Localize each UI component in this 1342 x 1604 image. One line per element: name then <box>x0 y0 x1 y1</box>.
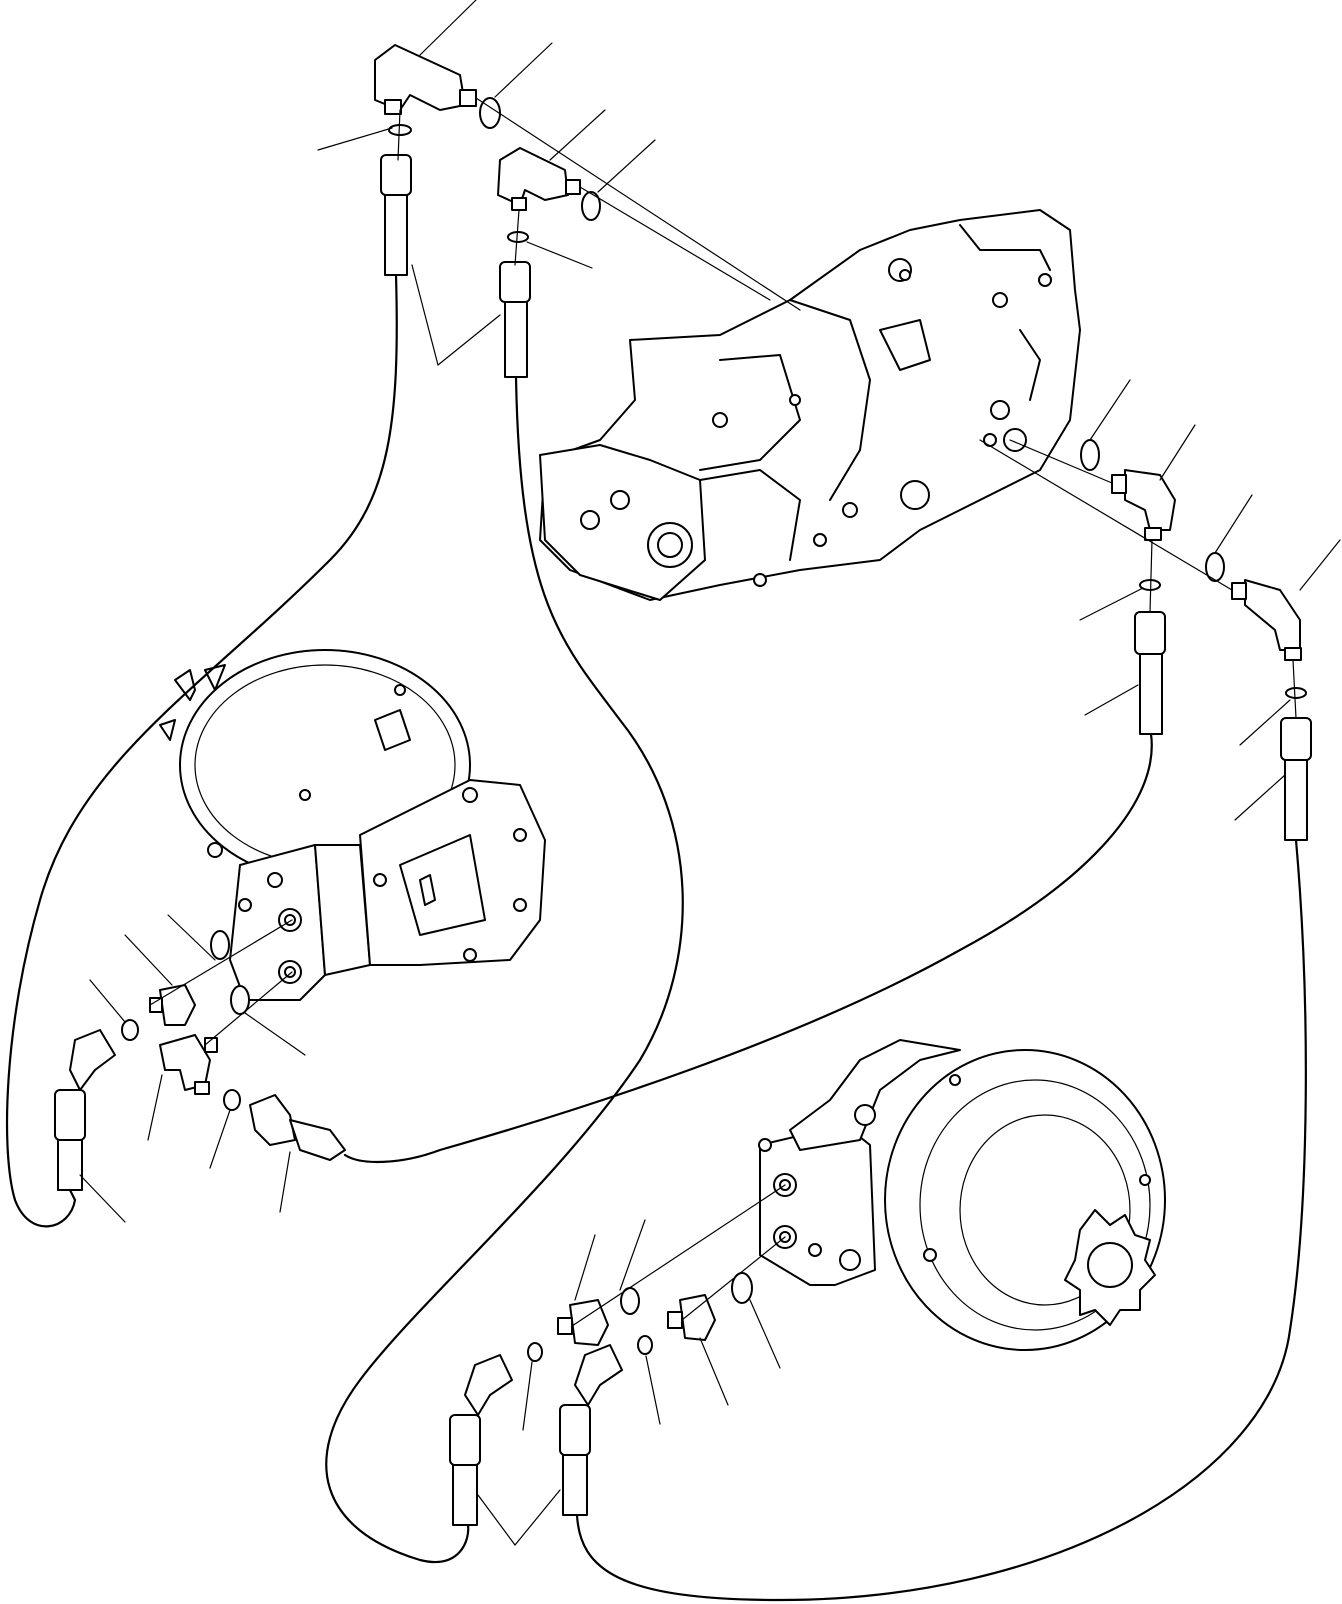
left-motor-elbow-fitting <box>159 1034 218 1095</box>
left-motor-adapter-fitting <box>149 984 196 1026</box>
hose-end-right-lower <box>1280 717 1312 841</box>
o-ring <box>581 191 601 221</box>
right-motor-adapter-fitting-lower <box>667 1294 716 1341</box>
o-ring <box>1285 687 1307 699</box>
hose-end-top-left <box>380 154 412 276</box>
o-ring <box>507 231 529 243</box>
hose-end-top-middle <box>499 261 531 378</box>
hose-end-right-motor-left <box>449 1354 513 1526</box>
top-middle-elbow-fitting <box>497 147 581 211</box>
hose-end-right-motor-right <box>559 1344 623 1516</box>
o-ring <box>121 1019 139 1041</box>
hose-lines <box>5 273 1307 1602</box>
o-ring <box>1080 439 1100 471</box>
o-ring <box>210 930 230 960</box>
hose-end-right-upper <box>1134 611 1166 735</box>
o-ring <box>1139 579 1161 591</box>
o-ring <box>388 124 412 136</box>
right-lower-elbow-fitting <box>1231 579 1302 661</box>
left-travel-motor <box>159 649 546 1001</box>
right-travel-motor <box>758 1039 1166 1351</box>
hose-end-left-motor-lower <box>249 1094 346 1161</box>
o-ring <box>527 1342 543 1362</box>
assembly-center-lines <box>149 97 1297 1327</box>
o-ring <box>637 1335 653 1355</box>
o-ring <box>223 1089 241 1111</box>
callout-leader-lines <box>79 0 1341 1546</box>
o-ring <box>230 985 250 1015</box>
o-ring <box>731 1272 753 1304</box>
right-upper-elbow-fitting <box>1111 469 1176 541</box>
hydraulic-pump-assembly <box>539 209 1081 601</box>
top-left-elbow-fitting <box>374 44 477 115</box>
hose-end-left-motor-upper <box>54 1029 116 1191</box>
